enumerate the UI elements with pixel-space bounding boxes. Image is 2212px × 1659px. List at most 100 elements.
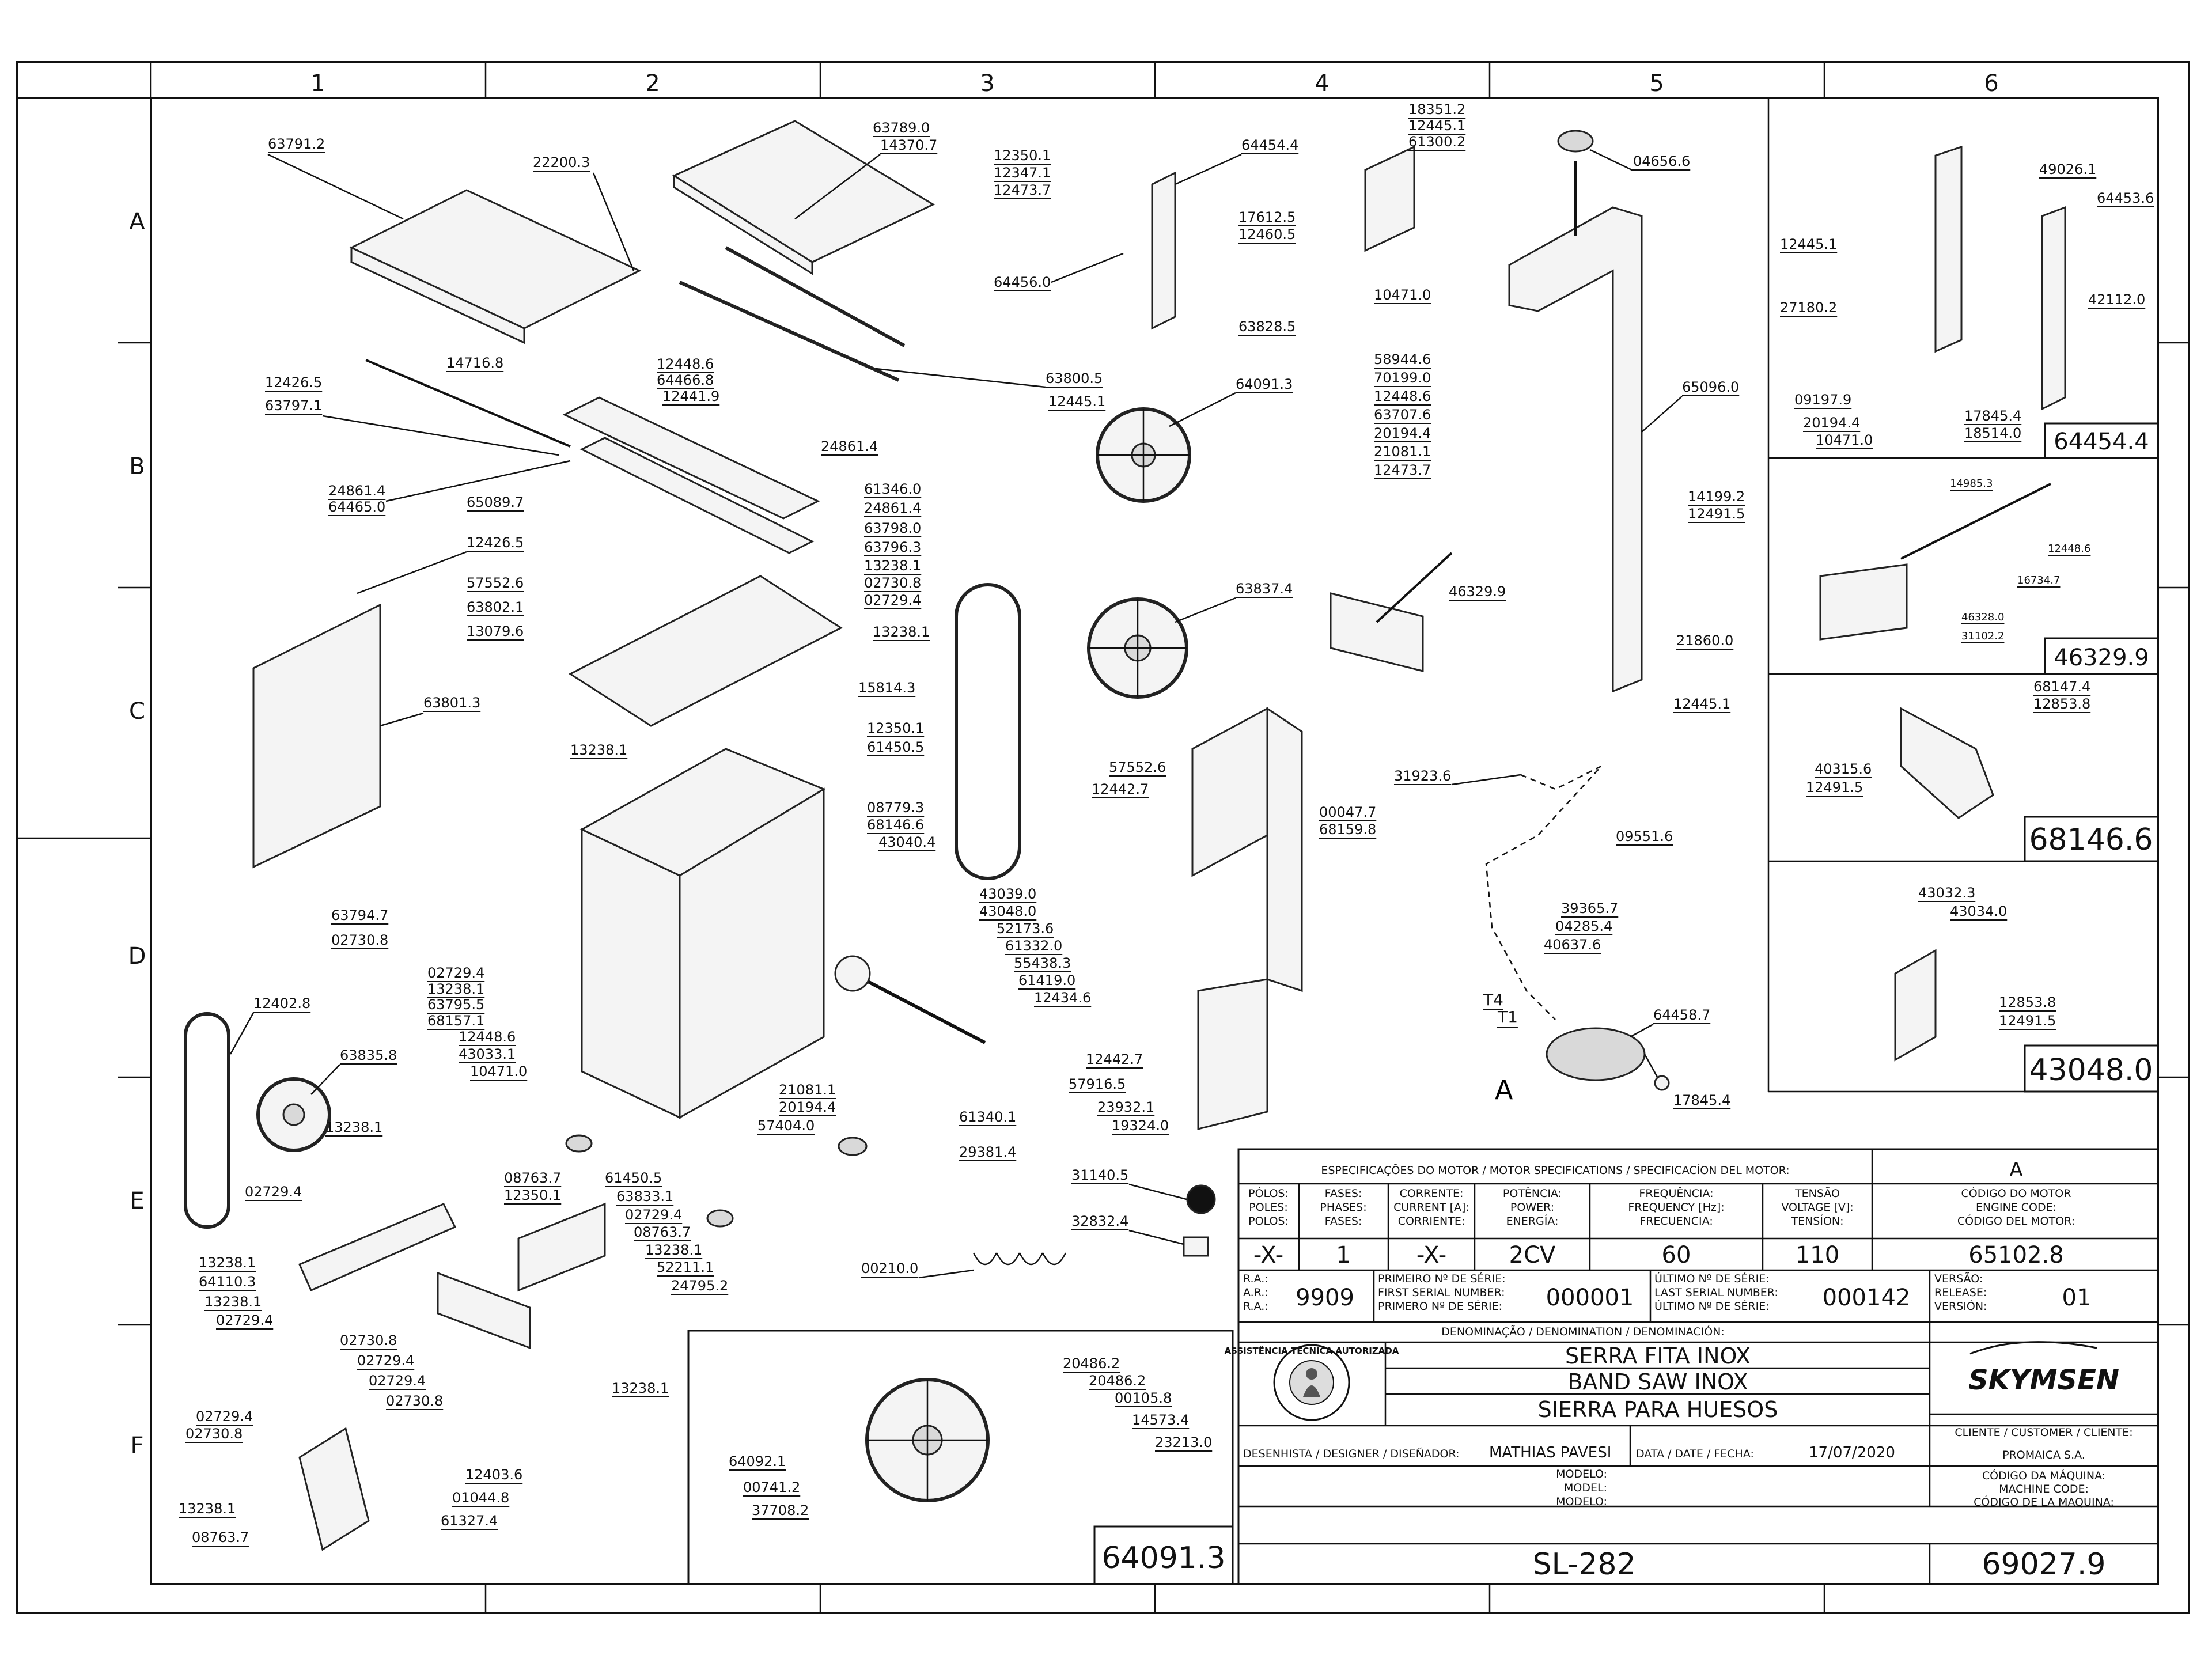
callout-label: 13238.1: [427, 981, 484, 997]
callout-label: 21081.1: [1374, 444, 1431, 460]
callout-label: 63833.1: [616, 1188, 673, 1205]
callout-label: 61346.0: [864, 481, 921, 497]
callout-label: 63835.8: [340, 1047, 397, 1063]
svg-text:POLOS:: POLOS:: [1248, 1215, 1289, 1228]
detail-title: 68146.6: [2029, 823, 2153, 857]
top-cover-part: [349, 189, 642, 329]
callout-label: 63801.3: [423, 695, 480, 711]
callout-label: 17845.4: [1964, 408, 2021, 424]
callout-label: 32832.4: [1071, 1213, 1128, 1229]
callout-label: 09197.9: [1794, 392, 1851, 408]
title-block: [1237, 1148, 2159, 1585]
callout-label: 12445.1: [1408, 118, 1465, 134]
callout-label: 13238.1: [199, 1255, 256, 1271]
callout-label: 43032.3: [1918, 885, 1975, 901]
denomination-pt: SERRA FITA INOX: [1565, 1343, 1751, 1369]
revision-letter: A: [2009, 1158, 2022, 1181]
denomination-label: DENOMINAÇÃO / DENOMINATION / DENOMINACIÓ…: [1441, 1324, 1725, 1338]
callout-label: 10471.0: [1816, 432, 1873, 448]
motor-view-label: A: [1495, 1074, 1513, 1105]
stamp-text: ASSISTÊNCIA TÉCNICA AUTORIZADA: [1225, 1345, 1399, 1356]
detail-wheel-part: [865, 1378, 990, 1502]
blade-guard-part: [1191, 707, 1268, 877]
motor-spec-values: -X- 1 -X- 2CV 60 110 65102.8: [1253, 1242, 2064, 1268]
callout-label: 00741.2: [743, 1479, 800, 1495]
callout-label: 63798.0: [864, 520, 921, 536]
svg-text:R.A.:: R.A.:: [1243, 1272, 1268, 1285]
callout-label: 57404.0: [757, 1118, 815, 1134]
callout-label: 12448.6: [459, 1029, 516, 1045]
callout-label: 12448.6: [1374, 388, 1431, 404]
callout-label: 12491.5: [1806, 779, 1863, 796]
callout-label: 55438.3: [1014, 955, 1071, 971]
callout-label: 68157.1: [427, 1013, 484, 1029]
machine-code-label: CÓDIGO DE LA MAQUINA:: [1974, 1495, 2114, 1509]
model-label: MODEL:: [1564, 1482, 1607, 1494]
callout-label: 12445.1: [1048, 393, 1105, 410]
svg-text:CURRENT [A]:: CURRENT [A]:: [1393, 1201, 1469, 1214]
callouts-right-details: 49026.1 64453.6 12445.1 27180.2 42112.0 …: [1780, 161, 2154, 1030]
callout-label: 63795.5: [427, 997, 484, 1013]
callout-label: 23213.0: [1155, 1434, 1212, 1450]
callout-label: 52211.1: [657, 1259, 714, 1275]
callout-label: 12491.5: [1688, 506, 1745, 522]
row-label-a: A: [129, 209, 145, 235]
callout-label: 18514.0: [1964, 425, 2021, 441]
svg-text:2CV: 2CV: [1509, 1242, 1556, 1268]
callout-label: 21081.1: [779, 1082, 836, 1098]
callout-label: 08763.7: [504, 1170, 561, 1186]
svg-text:9909: 9909: [1296, 1285, 1354, 1311]
base-plate-part: [569, 575, 843, 727]
svg-text:POTÊNCIA:: POTÊNCIA:: [1503, 1187, 1562, 1200]
svg-text:CORRENTE:: CORRENTE:: [1400, 1187, 1464, 1200]
client-label: CLIENTE / CUSTOMER / CLIENTE:: [1955, 1426, 2133, 1439]
callout-label: 13238.1: [645, 1242, 702, 1258]
callout-label: 10471.0: [470, 1063, 527, 1080]
svg-text:-X-: -X-: [1253, 1242, 1283, 1268]
callout-label: 61340.1: [959, 1109, 1016, 1125]
callout-label: 20194.4: [779, 1099, 836, 1115]
part-shapes: [184, 120, 2066, 1551]
motor-spec-header: ESPECIFICAÇÕES DO MOTOR / MOTOR SPECIFIC…: [1321, 1164, 1789, 1177]
callout-label: 64453.6: [2097, 190, 2154, 206]
callout-label: 37708.2: [752, 1502, 809, 1518]
callout-label: 17845.4: [1673, 1092, 1730, 1108]
saw-blade-part: [955, 583, 1021, 880]
motor-spec-labels: PÓLOS: POLES: POLOS: FASES: PHASES: FASE…: [1248, 1186, 2075, 1228]
callout-label: 14199.2: [1688, 488, 1745, 505]
callout-label: 63796.3: [864, 539, 921, 555]
callout-label: 04285.4: [1555, 918, 1612, 934]
callout-label: 12448.6: [2048, 543, 2090, 555]
callout-label: 09551.6: [1616, 828, 1673, 844]
side-panel-part: [252, 603, 381, 869]
callout-label: 64456.0: [994, 274, 1051, 290]
callout-label: 02730.8: [386, 1393, 443, 1409]
callout-label: 27180.2: [1780, 300, 1837, 316]
detail-frames-right: [1767, 98, 2159, 1093]
callout-label: 40637.6: [1544, 937, 1601, 953]
callout-label: 20194.4: [1374, 425, 1431, 441]
svg-text:VERSIÓN:: VERSIÓN:: [1934, 1299, 1987, 1313]
svg-text:FIRST SERIAL NUMBER:: FIRST SERIAL NUMBER:: [1378, 1286, 1505, 1299]
callout-label: 08779.3: [867, 800, 924, 816]
designer-name: MATHIAS PAVESI: [1489, 1444, 1611, 1461]
svg-text:CORRIENTE:: CORRIENTE:: [1398, 1215, 1465, 1228]
callout-label: 14985.3: [1950, 478, 1993, 490]
svg-text:000142: 000142: [1823, 1285, 1911, 1311]
row-label-b: B: [129, 453, 145, 480]
callout-label: 64465.0: [328, 499, 385, 515]
callout-label: 13238.1: [204, 1294, 262, 1310]
callout-label: 14573.4: [1132, 1412, 1189, 1428]
callout-label: 14370.7: [880, 137, 937, 153]
authorized-service-stamp: [1273, 1344, 1350, 1421]
callout-label: 43033.1: [459, 1046, 516, 1062]
svg-text:FASES:: FASES:: [1325, 1215, 1362, 1228]
callout-label: 01044.8: [452, 1490, 509, 1506]
callout-label: 57916.5: [1069, 1076, 1126, 1092]
callout-label: 49026.1: [2039, 161, 2096, 177]
callout-label: 63802.1: [467, 599, 524, 615]
svg-text:FREQUÊNCIA:: FREQUÊNCIA:: [1639, 1187, 1713, 1200]
svg-text:FASES:: FASES:: [1325, 1187, 1362, 1200]
col-label-4: 4: [1315, 70, 1329, 97]
serial-row: R.A.: A.R.: R.A.: 9909 PRIMEIRO Nº DE SÉ…: [1243, 1271, 2091, 1313]
